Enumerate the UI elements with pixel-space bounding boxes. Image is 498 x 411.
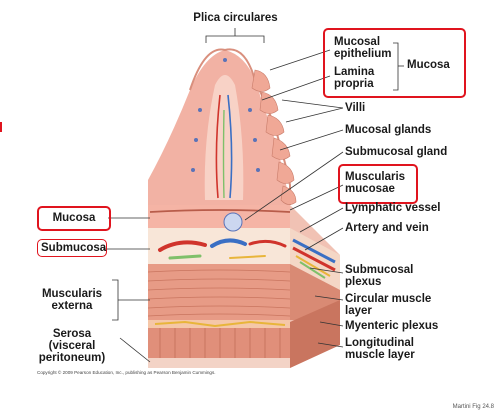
serosa-label-line2: (visceral (48, 340, 96, 352)
myenteric-plexus-label: Myenteric plexus (345, 320, 439, 332)
plica-circulares-label: Plica circulares (193, 12, 278, 24)
submucosa-label: Submucosa (41, 242, 107, 254)
figure-reference: Martini Fig 24.8 (452, 404, 494, 410)
leader-lines (103, 28, 404, 363)
villi-label: Villi (345, 102, 366, 114)
serosa-label-line1: Serosa (52, 328, 92, 340)
mucosal-epithelium-label-line2: epithelium (334, 48, 392, 60)
submucosal-plexus-label-line2: plexus (345, 276, 382, 288)
circular-muscle-layer (147, 264, 340, 322)
mucosa-left-highlight (37, 206, 111, 231)
mucosa-base (148, 205, 290, 228)
myenteric-plexus-band (148, 320, 290, 328)
muscularis-externa-label-line2: externa (51, 300, 93, 312)
muscularis-mucosae-label-line2: mucosae (345, 183, 395, 195)
serosa-label-line3: peritoneum) (38, 352, 106, 364)
serosa-layer (148, 358, 290, 368)
submucosal-vessels (158, 238, 336, 279)
submucosal-plexus-label-line1: Submucosal (345, 264, 414, 276)
mucosal-glands-label: Mucosal glands (345, 124, 432, 136)
circular-muscle-label-line2: layer (345, 305, 372, 317)
mucosa-group-highlight (323, 28, 466, 98)
lamina-propria-label-line2: propria (334, 78, 374, 90)
circular-muscle-label-line1: Circular muscle (345, 293, 432, 305)
copyright-notice: Copyright © 2009 Pearson Education, Inc.… (37, 370, 216, 375)
mucosal-epithelium-label-line1: Mucosal (334, 36, 381, 48)
muscularis-mucosae-highlight (338, 164, 418, 204)
muscularis-externa-label-line1: Muscularis (41, 288, 103, 300)
longitudinal-muscle-layer (148, 300, 340, 368)
artery-vein-label: Artery and vein (345, 222, 429, 234)
mucosa-group-label: Mucosa (407, 59, 450, 71)
longitudinal-muscle-label-line2: muscle layer (345, 349, 415, 361)
lymphatic-vessel-label: Lymphatic vessel (345, 202, 441, 214)
mucosa-left-label: Mucosa (52, 212, 96, 224)
lamina-propria-label-line1: Lamina (334, 66, 375, 78)
submucosal-gland-label: Submucosal gland (345, 146, 448, 158)
plica-fold (148, 48, 297, 232)
muscularis-mucosae-label-line1: Muscularis (345, 171, 406, 183)
submucosa-highlight (37, 239, 107, 257)
longitudinal-muscle-label-line1: Longitudinal (345, 337, 414, 349)
